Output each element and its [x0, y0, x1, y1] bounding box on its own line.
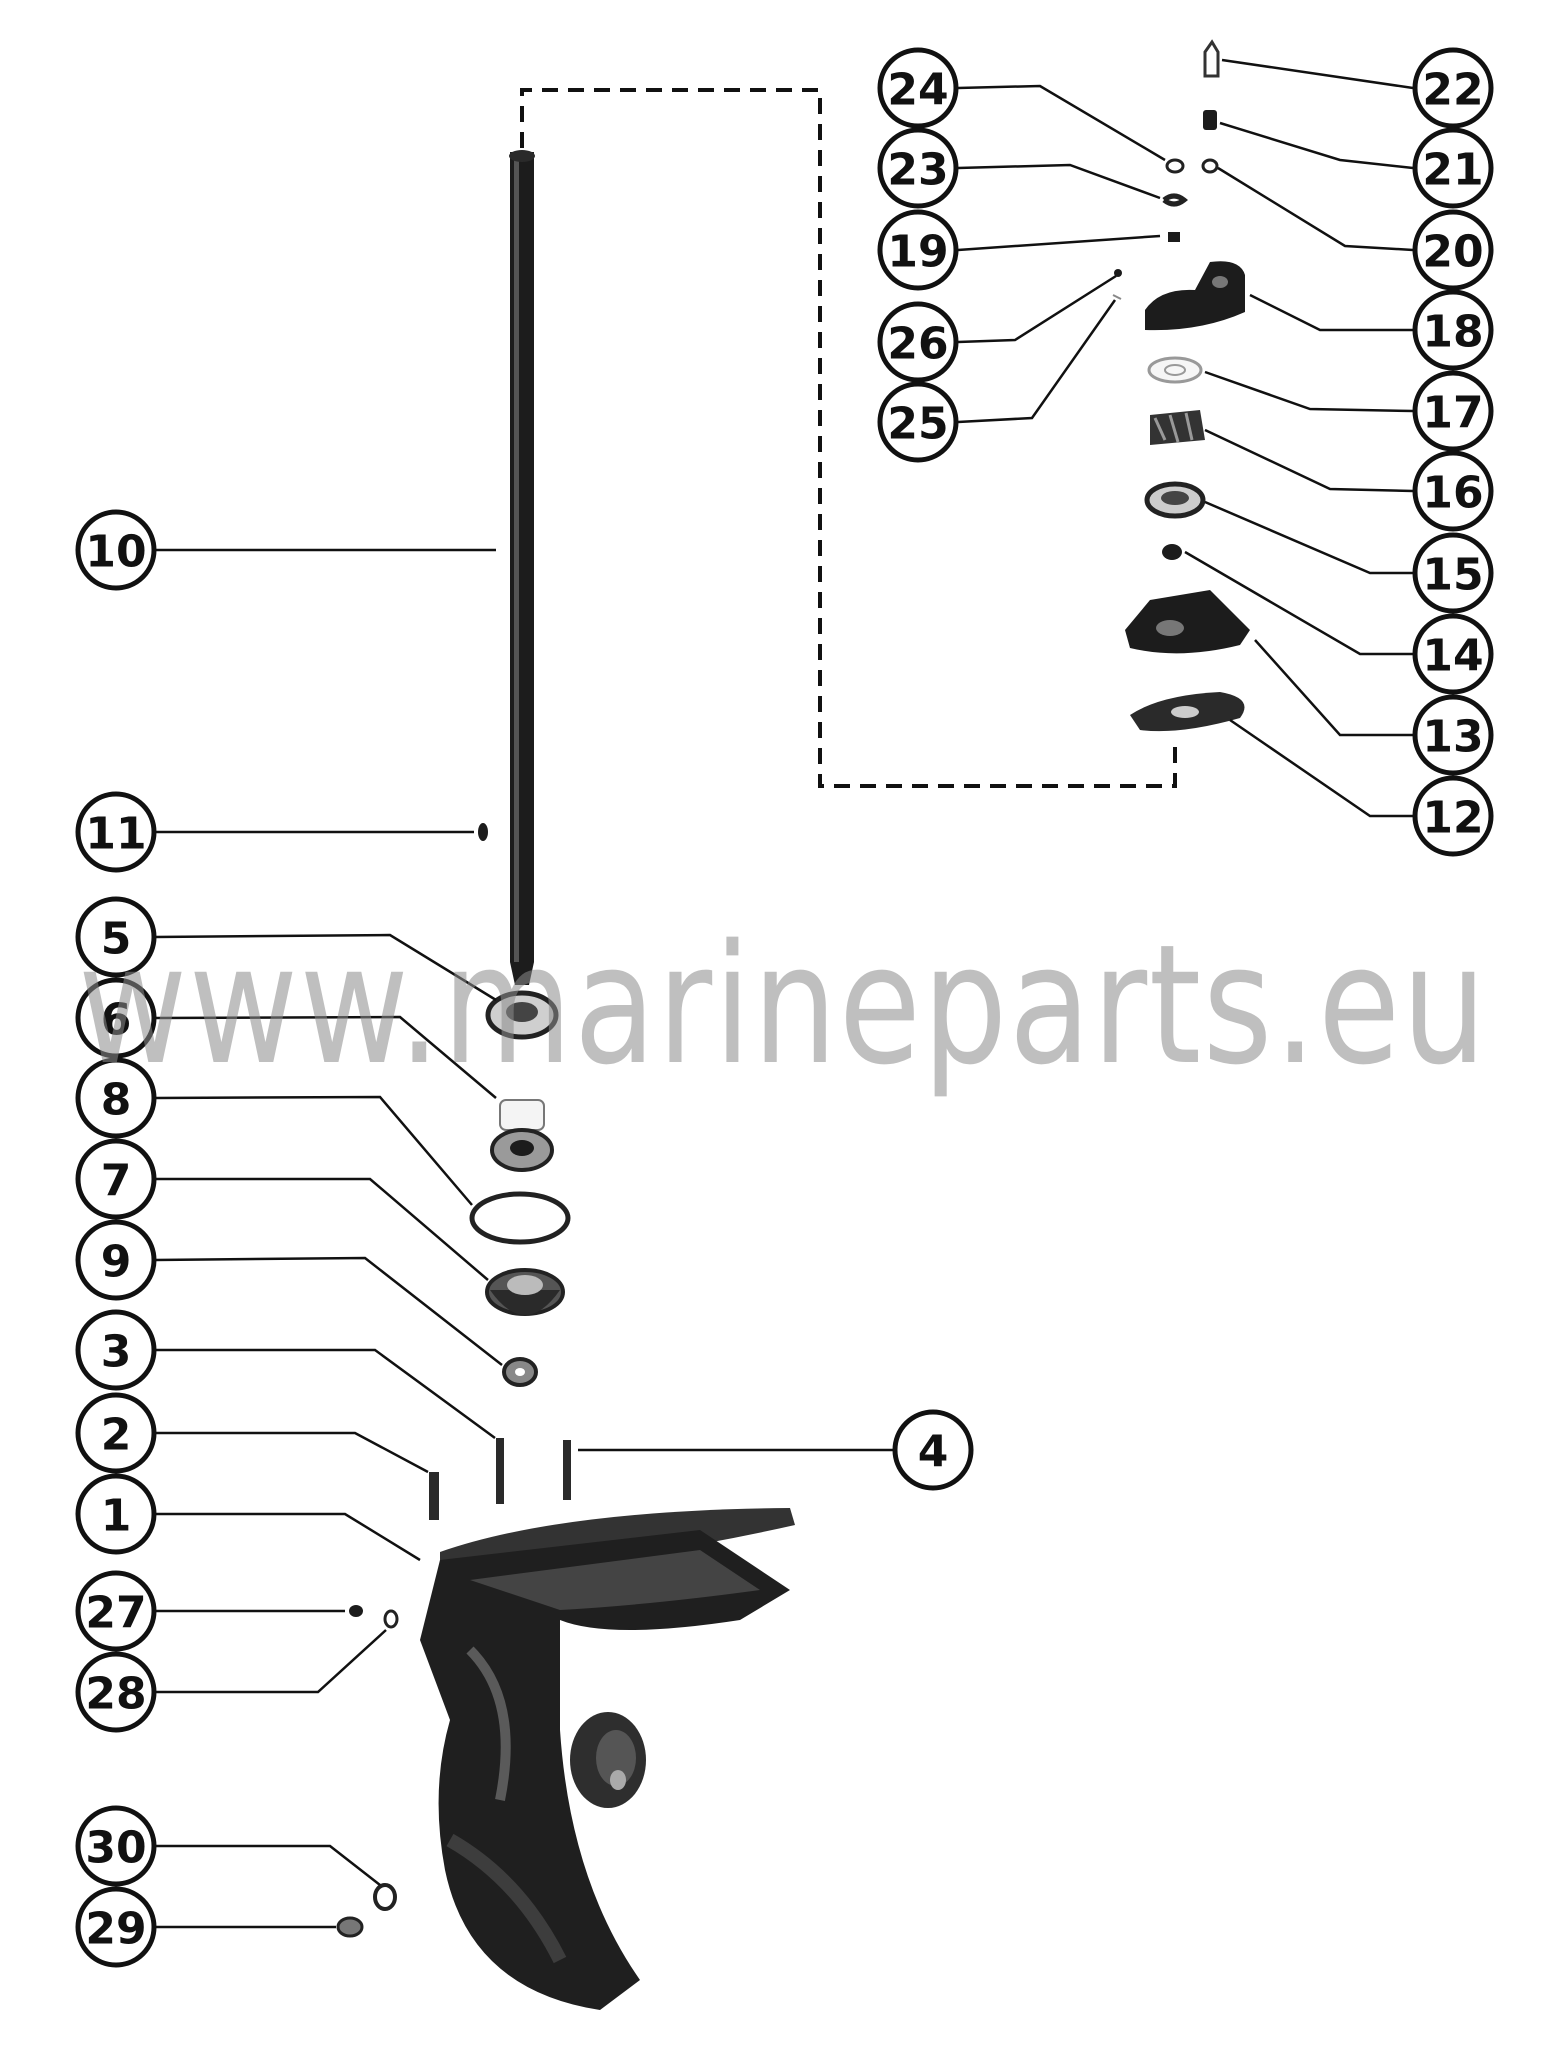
callout-4: 4	[918, 1427, 949, 1478]
callout-18: 18	[1422, 307, 1483, 358]
callout-28: 28	[85, 1669, 146, 1720]
drive-shaft	[509, 150, 535, 985]
callout-13-circle	[1412, 694, 1494, 776]
callout-3-circle	[75, 1309, 157, 1391]
callout-1: 1	[101, 1491, 132, 1542]
callout-24: 24	[887, 65, 948, 116]
callout-28-circle	[75, 1651, 157, 1733]
part-11-key	[478, 823, 488, 841]
callout-10: 10	[85, 527, 146, 578]
callout-14: 14	[1422, 631, 1483, 682]
callout-29-circle	[75, 1886, 157, 1968]
callout-30-circle	[75, 1805, 157, 1887]
callout-5: 5	[101, 914, 132, 965]
callout-2-circle	[75, 1392, 157, 1474]
callout-9: 9	[101, 1237, 132, 1288]
callout-27: 27	[85, 1588, 146, 1639]
callout-15-circle	[1412, 532, 1494, 614]
callout-11: 11	[85, 809, 146, 860]
callout-24-circle	[877, 47, 959, 129]
callout-22: 22	[1422, 65, 1483, 116]
dashed-connector	[520, 88, 1177, 788]
water-pump-parts	[1112, 39, 1250, 732]
callout-5-circle	[75, 896, 157, 978]
callout-12: 12	[1422, 793, 1483, 844]
callout-17: 17	[1422, 388, 1483, 439]
callout-16-circle	[1412, 450, 1494, 532]
callout-29: 29	[85, 1904, 146, 1955]
callout-22-circle	[1412, 47, 1494, 129]
studs	[429, 1438, 571, 1520]
callout-7-circle	[75, 1138, 157, 1220]
callout-20-circle	[1412, 209, 1494, 291]
callout-13: 13	[1422, 712, 1483, 763]
callout-16: 16	[1422, 468, 1483, 519]
callout-8: 8	[101, 1075, 132, 1126]
callout-1-circle	[75, 1473, 157, 1555]
callout-17-circle	[1412, 370, 1494, 452]
callout-25: 25	[887, 399, 948, 450]
gear-housing	[420, 1508, 795, 2010]
callout-labels: 22 21 20 18 17 16 15 14 13 12 24 23 19 2…	[85, 65, 1483, 1955]
callout-21: 21	[1422, 145, 1483, 196]
callout-19: 19	[887, 227, 948, 278]
callout-18-circle	[1412, 289, 1494, 371]
leader-lines	[154, 58, 1414, 1929]
callout-26-circle	[877, 301, 959, 383]
callout-30: 30	[85, 1823, 146, 1874]
callout-9-circle	[75, 1219, 157, 1301]
callout-7: 7	[101, 1156, 132, 1207]
callout-4-circle	[892, 1409, 974, 1491]
callout-15: 15	[1422, 550, 1483, 601]
shaft-lower-parts	[469, 990, 571, 1387]
housing-small-parts	[336, 1605, 399, 1938]
callout-23-circle	[877, 127, 959, 209]
callout-6-circle	[75, 977, 157, 1059]
watermark-text: www.marineparts.eu	[78, 909, 1488, 1101]
callout-23: 23	[887, 145, 948, 196]
callout-12-circle	[1412, 775, 1494, 857]
callout-2: 2	[101, 1410, 132, 1461]
callout-11-circle	[75, 791, 157, 873]
callout-3: 3	[101, 1327, 132, 1378]
callout-19-circle	[877, 209, 959, 291]
callout-10-circle	[75, 509, 157, 591]
callout-8-circle	[75, 1057, 157, 1139]
callout-21-circle	[1412, 127, 1494, 209]
callout-20: 20	[1422, 227, 1483, 278]
callout-27-circle	[75, 1570, 157, 1652]
callout-14-circle	[1412, 613, 1494, 695]
callout-26: 26	[887, 319, 948, 370]
callout-6: 6	[101, 995, 132, 1046]
callout-25-circle	[877, 381, 959, 463]
callouts	[75, 47, 1494, 1968]
